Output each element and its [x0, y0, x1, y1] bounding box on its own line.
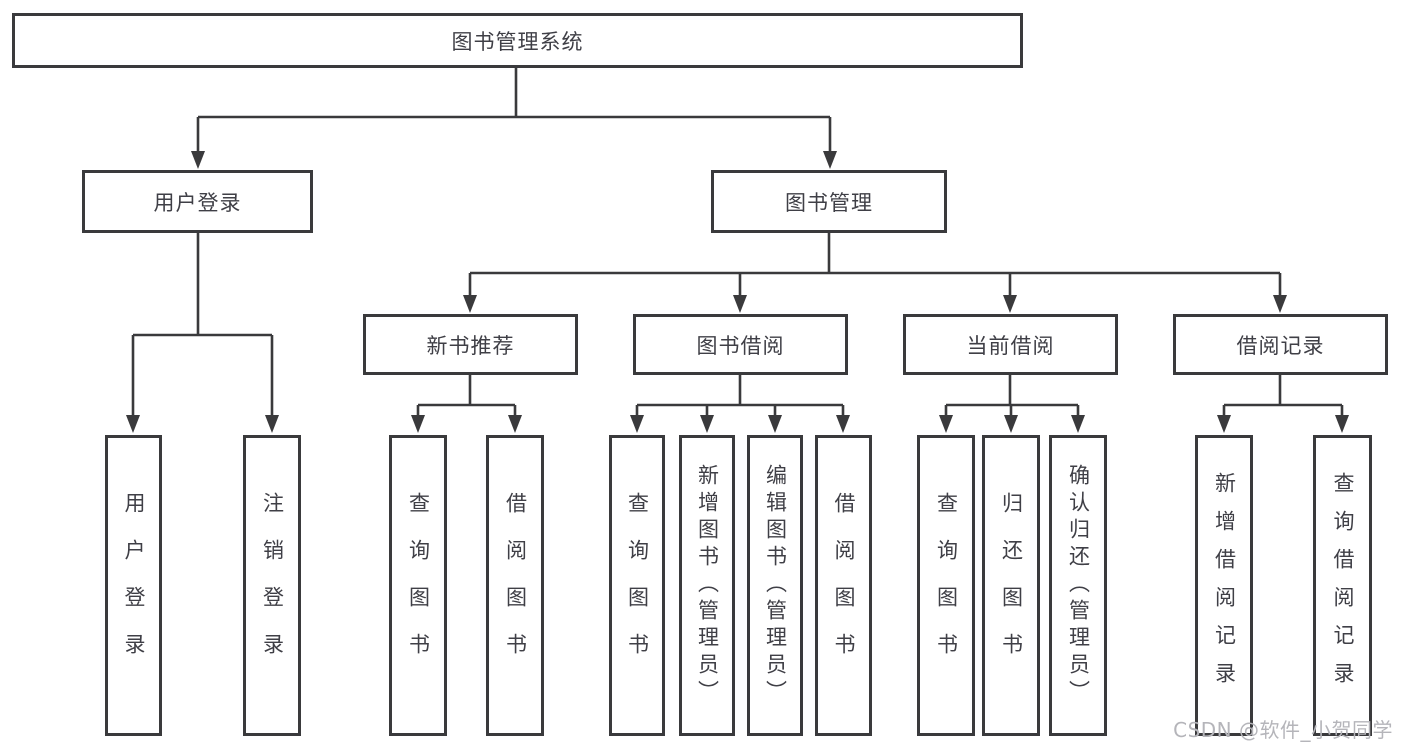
node-book-borrow: 图书借阅	[633, 314, 848, 375]
arrowheads	[126, 151, 1349, 433]
node-leaf-borrow-books-recommend: 借阅图书	[486, 435, 544, 736]
node-leaf-edit-books-admin: 编辑图书（管理员）	[747, 435, 803, 736]
node-leaf-query-books-borrow: 查询图书	[609, 435, 665, 736]
watermark: CSDN @软件_小贺同学	[1173, 718, 1393, 742]
node-leaf-query-books-current: 查询图书	[917, 435, 975, 736]
node-leaf-confirm-return-admin: 确认归还（管理员）	[1049, 435, 1107, 736]
node-borrow-record: 借阅记录	[1173, 314, 1388, 375]
node-user-login: 用户登录	[82, 170, 313, 233]
edge-current-borrow-children	[944, 375, 1080, 417]
edge-new-book-children	[416, 375, 517, 417]
node-leaf-query-books-recommend: 查询图书	[389, 435, 447, 736]
node-leaf-return-books: 归还图书	[982, 435, 1040, 736]
node-leaf-add-books-admin: 新增图书（管理员）	[679, 435, 735, 736]
node-leaf-user-login: 用户登录	[105, 435, 162, 736]
edge-root-to-level2	[196, 68, 832, 154]
node-current-borrow: 当前借阅	[903, 314, 1118, 375]
edge-user-login-children	[131, 233, 274, 417]
node-book-management: 图书管理	[711, 170, 947, 233]
edge-book-borrow-children	[635, 375, 845, 417]
node-leaf-add-borrow-record: 新增借阅记录	[1195, 435, 1253, 736]
node-root-system: 图书管理系统	[12, 13, 1023, 68]
node-leaf-borrow-books: 借阅图书	[815, 435, 872, 736]
edge-book-management-children	[468, 233, 1282, 298]
edge-borrow-record-children	[1222, 375, 1344, 417]
node-leaf-logout: 注销登录	[243, 435, 301, 736]
node-leaf-query-borrow-record: 查询借阅记录	[1313, 435, 1372, 736]
node-new-book-recommend: 新书推荐	[363, 314, 578, 375]
